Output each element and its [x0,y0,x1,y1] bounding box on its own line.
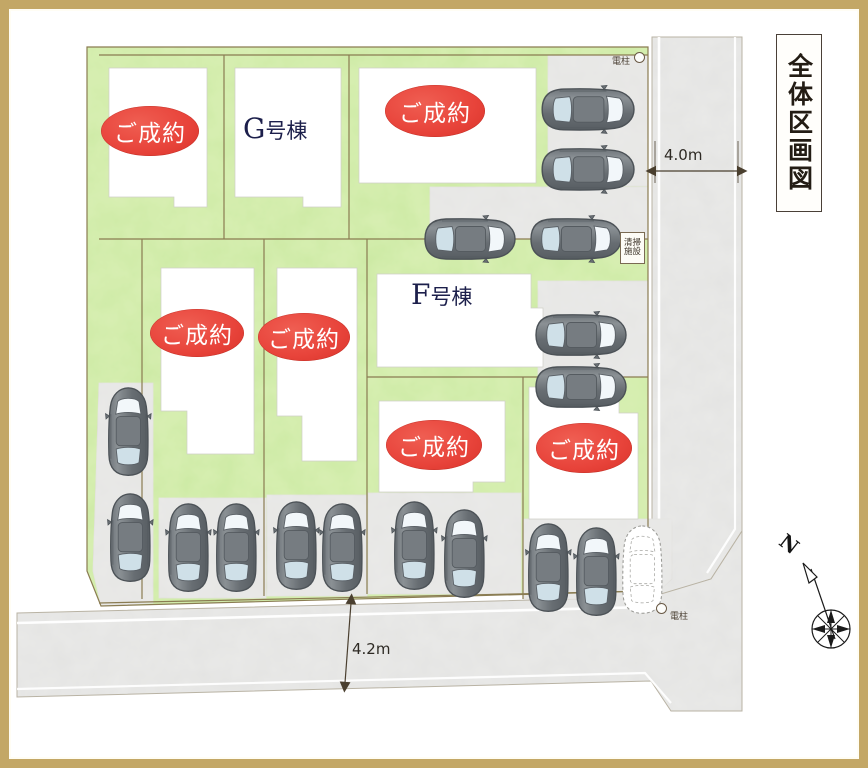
status-badge-plot-top-1: ご成約 [101,106,199,156]
building-suffix-g: 号棟 [265,119,308,143]
utility-pole-icon-top [634,52,645,63]
compass-north-label: N [774,528,804,560]
status-badge-plot-bottom-2: ご成約 [536,423,632,473]
south-road [16,529,743,712]
status-badge-plot-bottom-1: ご成約 [386,420,482,470]
status-badge-plot-mid-1: ご成約 [150,309,244,357]
building-letter-f: F [411,278,431,311]
status-badge-plot-top-3: ご成約 [385,85,485,137]
dimension-south-road: 4.2m [352,640,391,658]
site-plan-drawing [16,36,851,712]
east-road [651,36,743,598]
building-suffix-f: 号棟 [430,285,473,309]
facility-label-line2: 施設 [623,247,641,257]
pole-label-bottom: 電柱 [670,612,689,622]
dimension-east-road: 4.0m [664,146,703,164]
cleaning-facility-marker: 清掃 施設 [620,232,645,264]
building-label-f: F号棟 [411,278,472,311]
building-label-g: G号棟 [243,112,307,145]
plan-title-box: 全体区画図 [776,34,822,212]
utility-pole-icon-bottom [656,603,667,614]
page-title: 全体区画図 [784,53,814,193]
compass-rose: N [774,528,852,636]
compass-needle [802,562,851,649]
facility-label-line1: 清掃 [623,238,641,249]
pole-label-top: 電柱 [612,57,631,67]
status-badge-plot-mid-2: ご成約 [258,313,350,361]
building-letter-g: G [243,112,266,145]
dimension-lines [339,141,748,693]
